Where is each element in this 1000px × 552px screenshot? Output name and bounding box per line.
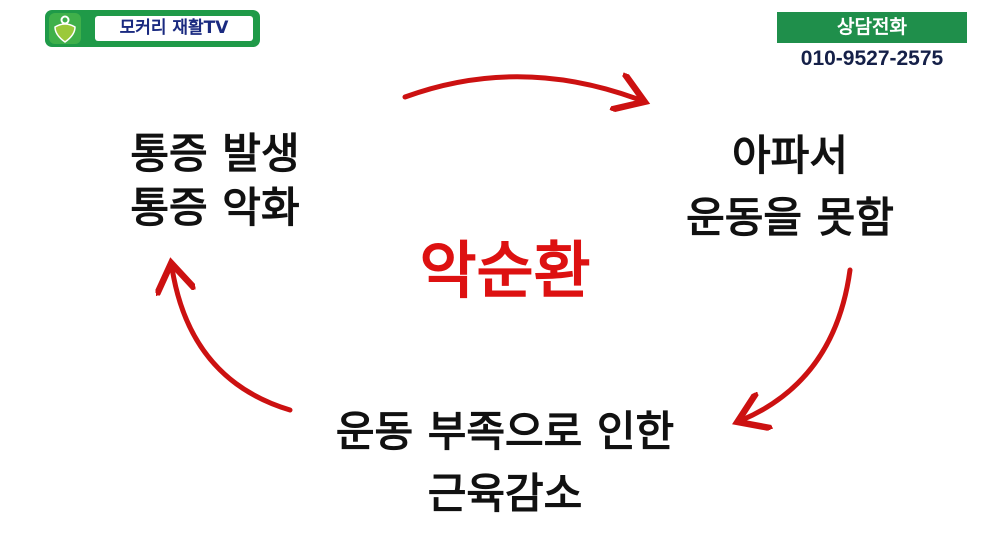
node-muscle-line2: 근육감소 [427, 469, 583, 518]
arrow-right [742, 267, 853, 420]
center-label: 악순환 [419, 234, 591, 307]
arrow-left [172, 268, 293, 413]
node-muscle-line1: 운동 부족으로 인한 [335, 407, 675, 456]
logo-text: 모커리 재활TV [95, 16, 253, 41]
node-noexercise-line2: 운동을 못함 [686, 193, 894, 242]
heart-person-icon [49, 13, 81, 44]
arrow-top [402, 77, 640, 100]
node-pain-line2: 통증 악화 [130, 183, 300, 232]
contact-label: 상담전화 [777, 12, 967, 43]
contact-phone[interactable]: 010-9527-2575 [800, 47, 944, 70]
node-noexercise-line1: 아파서 [732, 131, 848, 180]
node-pain-line1: 통증 발생 [130, 129, 300, 178]
logo: 모커리 재활TV [45, 10, 260, 47]
